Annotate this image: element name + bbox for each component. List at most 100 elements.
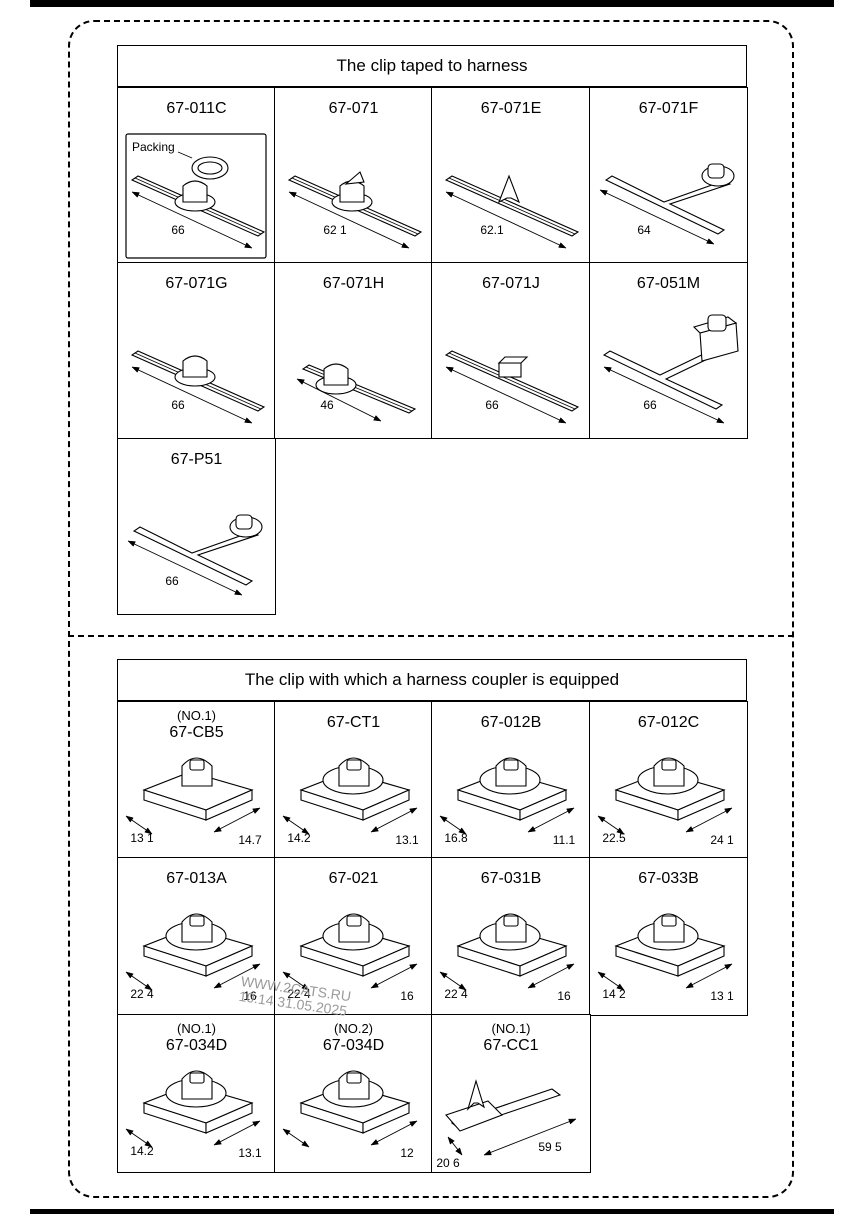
part-code: 67-033B <box>638 870 699 887</box>
part-drawing: 66 <box>602 314 739 424</box>
dimension-arrowhead <box>558 242 567 249</box>
part-cell: 66 67-071G <box>117 262 276 439</box>
packing-leader <box>177 151 193 159</box>
part-code: 67-021 <box>328 870 379 887</box>
dimension-arrowhead <box>370 1139 379 1146</box>
dimension-arrowhead <box>716 417 725 424</box>
dimension-line <box>445 366 567 424</box>
clip-head-window <box>189 915 205 927</box>
block-clip <box>498 362 522 378</box>
clip-head-window <box>346 1072 362 1084</box>
clip-head-window <box>189 1072 205 1084</box>
part-code: 67-034D <box>165 1037 228 1054</box>
dimension-label: 66 <box>165 574 179 588</box>
part-drawing: 13 1 14.7 <box>125 757 262 847</box>
clip-head-window <box>503 759 519 771</box>
dimension-arrowhead <box>568 1118 577 1125</box>
dimension-line <box>288 191 410 249</box>
dimension-line <box>603 366 725 424</box>
dimension-arrowhead <box>566 963 575 970</box>
dimension-arrowhead <box>527 982 536 989</box>
part-subcode: (NO.2) <box>334 1021 373 1036</box>
packing-label: Packing <box>132 140 175 154</box>
clip-head <box>339 180 365 203</box>
dimension-label: 12 <box>400 1146 414 1160</box>
dimension-label: 64 <box>637 223 651 237</box>
dimension-label: 14.7 <box>238 833 262 847</box>
dimension-arrowhead <box>558 417 567 424</box>
dimension-label: 22 4 <box>287 987 311 1001</box>
part-code: 67-071G <box>165 275 228 292</box>
dimension-arrowhead <box>447 1136 455 1145</box>
part-drawing: 22 4 16 <box>282 913 418 1003</box>
part-code: 67-031B <box>480 870 542 887</box>
dimension-arrowhead <box>458 827 467 835</box>
strip-edge <box>448 352 576 410</box>
dimension-label: 14.2 <box>130 1144 154 1158</box>
part-subcode: (NO.1) <box>177 708 216 723</box>
dimension-line <box>131 366 253 424</box>
dimension-arrowhead <box>127 540 136 547</box>
coupler-base-side <box>519 789 567 821</box>
dimension-arrowhead <box>409 807 418 814</box>
dimension-arrowhead <box>597 971 606 979</box>
dimension-arrowhead <box>401 242 410 249</box>
dimension-arrowhead <box>288 191 297 198</box>
dimension-label: 66 <box>171 398 185 412</box>
part-cell: 13 1 14.7 (NO.1)67-CB5 <box>117 701 276 860</box>
dimension-label: 14.2 <box>287 831 311 845</box>
coupler-base-side <box>362 945 410 977</box>
part-drawing: 64 <box>599 163 735 245</box>
clip-wing <box>344 171 365 185</box>
clip-body <box>235 514 253 530</box>
coupler-base-side <box>205 1102 253 1134</box>
dimension-label: 22 4 <box>444 987 468 1001</box>
part-code: 67-071E <box>480 100 542 117</box>
dimension-arrowhead <box>144 983 153 991</box>
part-code: 67-071 <box>328 100 379 117</box>
section-divider <box>68 635 794 637</box>
clip-head <box>182 180 208 203</box>
part-code: 67-071J <box>482 275 540 292</box>
dimension-label: 13.1 <box>395 833 419 847</box>
dimension-line <box>127 540 243 596</box>
dimension-line <box>370 807 418 833</box>
clip-body <box>707 163 725 179</box>
dimension-label: 13 1 <box>710 989 734 1003</box>
dimension-arrowhead <box>213 1139 222 1146</box>
dimension-line <box>599 189 715 245</box>
part-subcode: (NO.1) <box>177 1021 216 1036</box>
part-drawing: 62 1 <box>287 171 423 249</box>
dimension-arrowhead <box>125 1128 134 1136</box>
block-clip-top <box>497 356 529 364</box>
dimension-label: 62 1 <box>323 223 347 237</box>
dimension-label: 16 <box>400 989 414 1003</box>
dimension-arrowhead <box>616 983 625 991</box>
top-rule <box>30 0 834 7</box>
clip-head-window <box>346 915 362 927</box>
dimension-label: 22.5 <box>602 831 626 845</box>
dimension-label: 16.8 <box>444 831 468 845</box>
dimension-line <box>685 963 733 989</box>
coupler-base <box>445 1100 503 1132</box>
part-code: 67-CB5 <box>169 724 224 741</box>
clip-head-window <box>503 915 519 927</box>
part-drawing: 14.2 13.1 <box>282 757 419 847</box>
clip-head-window <box>661 915 677 927</box>
coupler-base-side <box>677 789 725 821</box>
clip-head-window <box>189 759 205 771</box>
part-code: 67-012C <box>637 714 700 731</box>
dimension-label: 13 1 <box>130 831 154 845</box>
